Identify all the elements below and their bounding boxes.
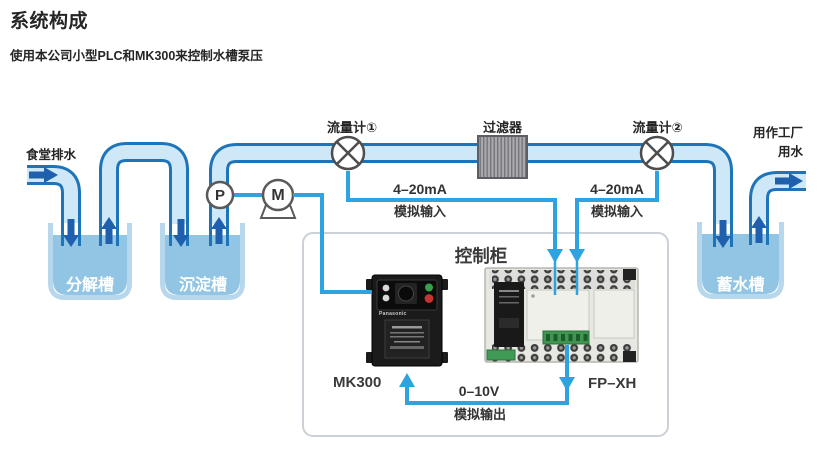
tank-2: [160, 223, 245, 300]
flow-arrows: [29, 167, 803, 248]
inverter-brand-label: Panasonic: [379, 311, 407, 317]
factory-water-label: 用作工厂 用水: [741, 124, 803, 161]
motor-symbol: [259, 178, 297, 219]
plc-to-inverter-line: [405, 345, 569, 405]
pump-letter: P: [214, 187, 225, 204]
motor-letter: M: [271, 187, 285, 204]
signal2-desc-label: 模拟输入: [590, 204, 643, 219]
signal2-value-label: 4–20mA: [590, 181, 644, 197]
signal-lines: [293, 171, 659, 405]
fpxh-plc: [484, 267, 639, 363]
tank3-label: 蓄水槽: [716, 277, 765, 294]
output-signal-value-label: 0–10V: [458, 383, 500, 399]
flowmeter1-signal-line: [346, 171, 557, 250]
inverter-button-white-1: [382, 284, 390, 292]
tank-3: [697, 222, 784, 299]
flowmeter-2-label: 流量计②: [632, 120, 683, 135]
mk300-inverter: [366, 274, 448, 367]
pipe-walls-in-tanks: [61, 220, 769, 247]
inverter-button-red: [424, 294, 434, 303]
filter-label: 过滤器: [482, 120, 522, 135]
signal1-value-label: 4–20mA: [393, 181, 447, 197]
tank-1: [48, 223, 132, 300]
canteen-drainage-label: 食堂排水: [26, 148, 77, 162]
tank2-label: 沉淀槽: [178, 277, 227, 294]
output-signal-desc-label: 模拟输出: [453, 407, 506, 422]
tank1-label: 分解槽: [65, 277, 114, 294]
pump-symbol: [205, 180, 235, 210]
inverter-button-white-2: [382, 294, 390, 302]
plc-model-label: FP–XH: [588, 375, 637, 392]
flowmeter-1-symbol: [330, 135, 366, 171]
signal-arrowheads: [399, 249, 585, 391]
flowmeter2-signal-line: [575, 171, 659, 250]
inverter-button-green: [425, 283, 433, 292]
filter-symbol: [477, 135, 528, 179]
inverter-model-label: MK300: [333, 374, 382, 391]
control-cabinet-label: 控制柜: [454, 246, 508, 266]
page-title: 系统构成: [10, 11, 89, 32]
signal1-desc-label: 模拟输入: [393, 204, 446, 219]
flowmeter-2-symbol: [639, 135, 675, 171]
factory-water-line1: 用作工厂: [752, 126, 803, 140]
motor-to-inverter-line: [293, 193, 371, 294]
page-subtitle: 使用本公司小型PLC和MK300来控制水槽泵压: [10, 49, 263, 63]
plc-connector-green: [486, 349, 516, 361]
flowmeter-1-label: 流量计①: [326, 120, 377, 135]
factory-water-line2: 用水: [777, 144, 803, 159]
